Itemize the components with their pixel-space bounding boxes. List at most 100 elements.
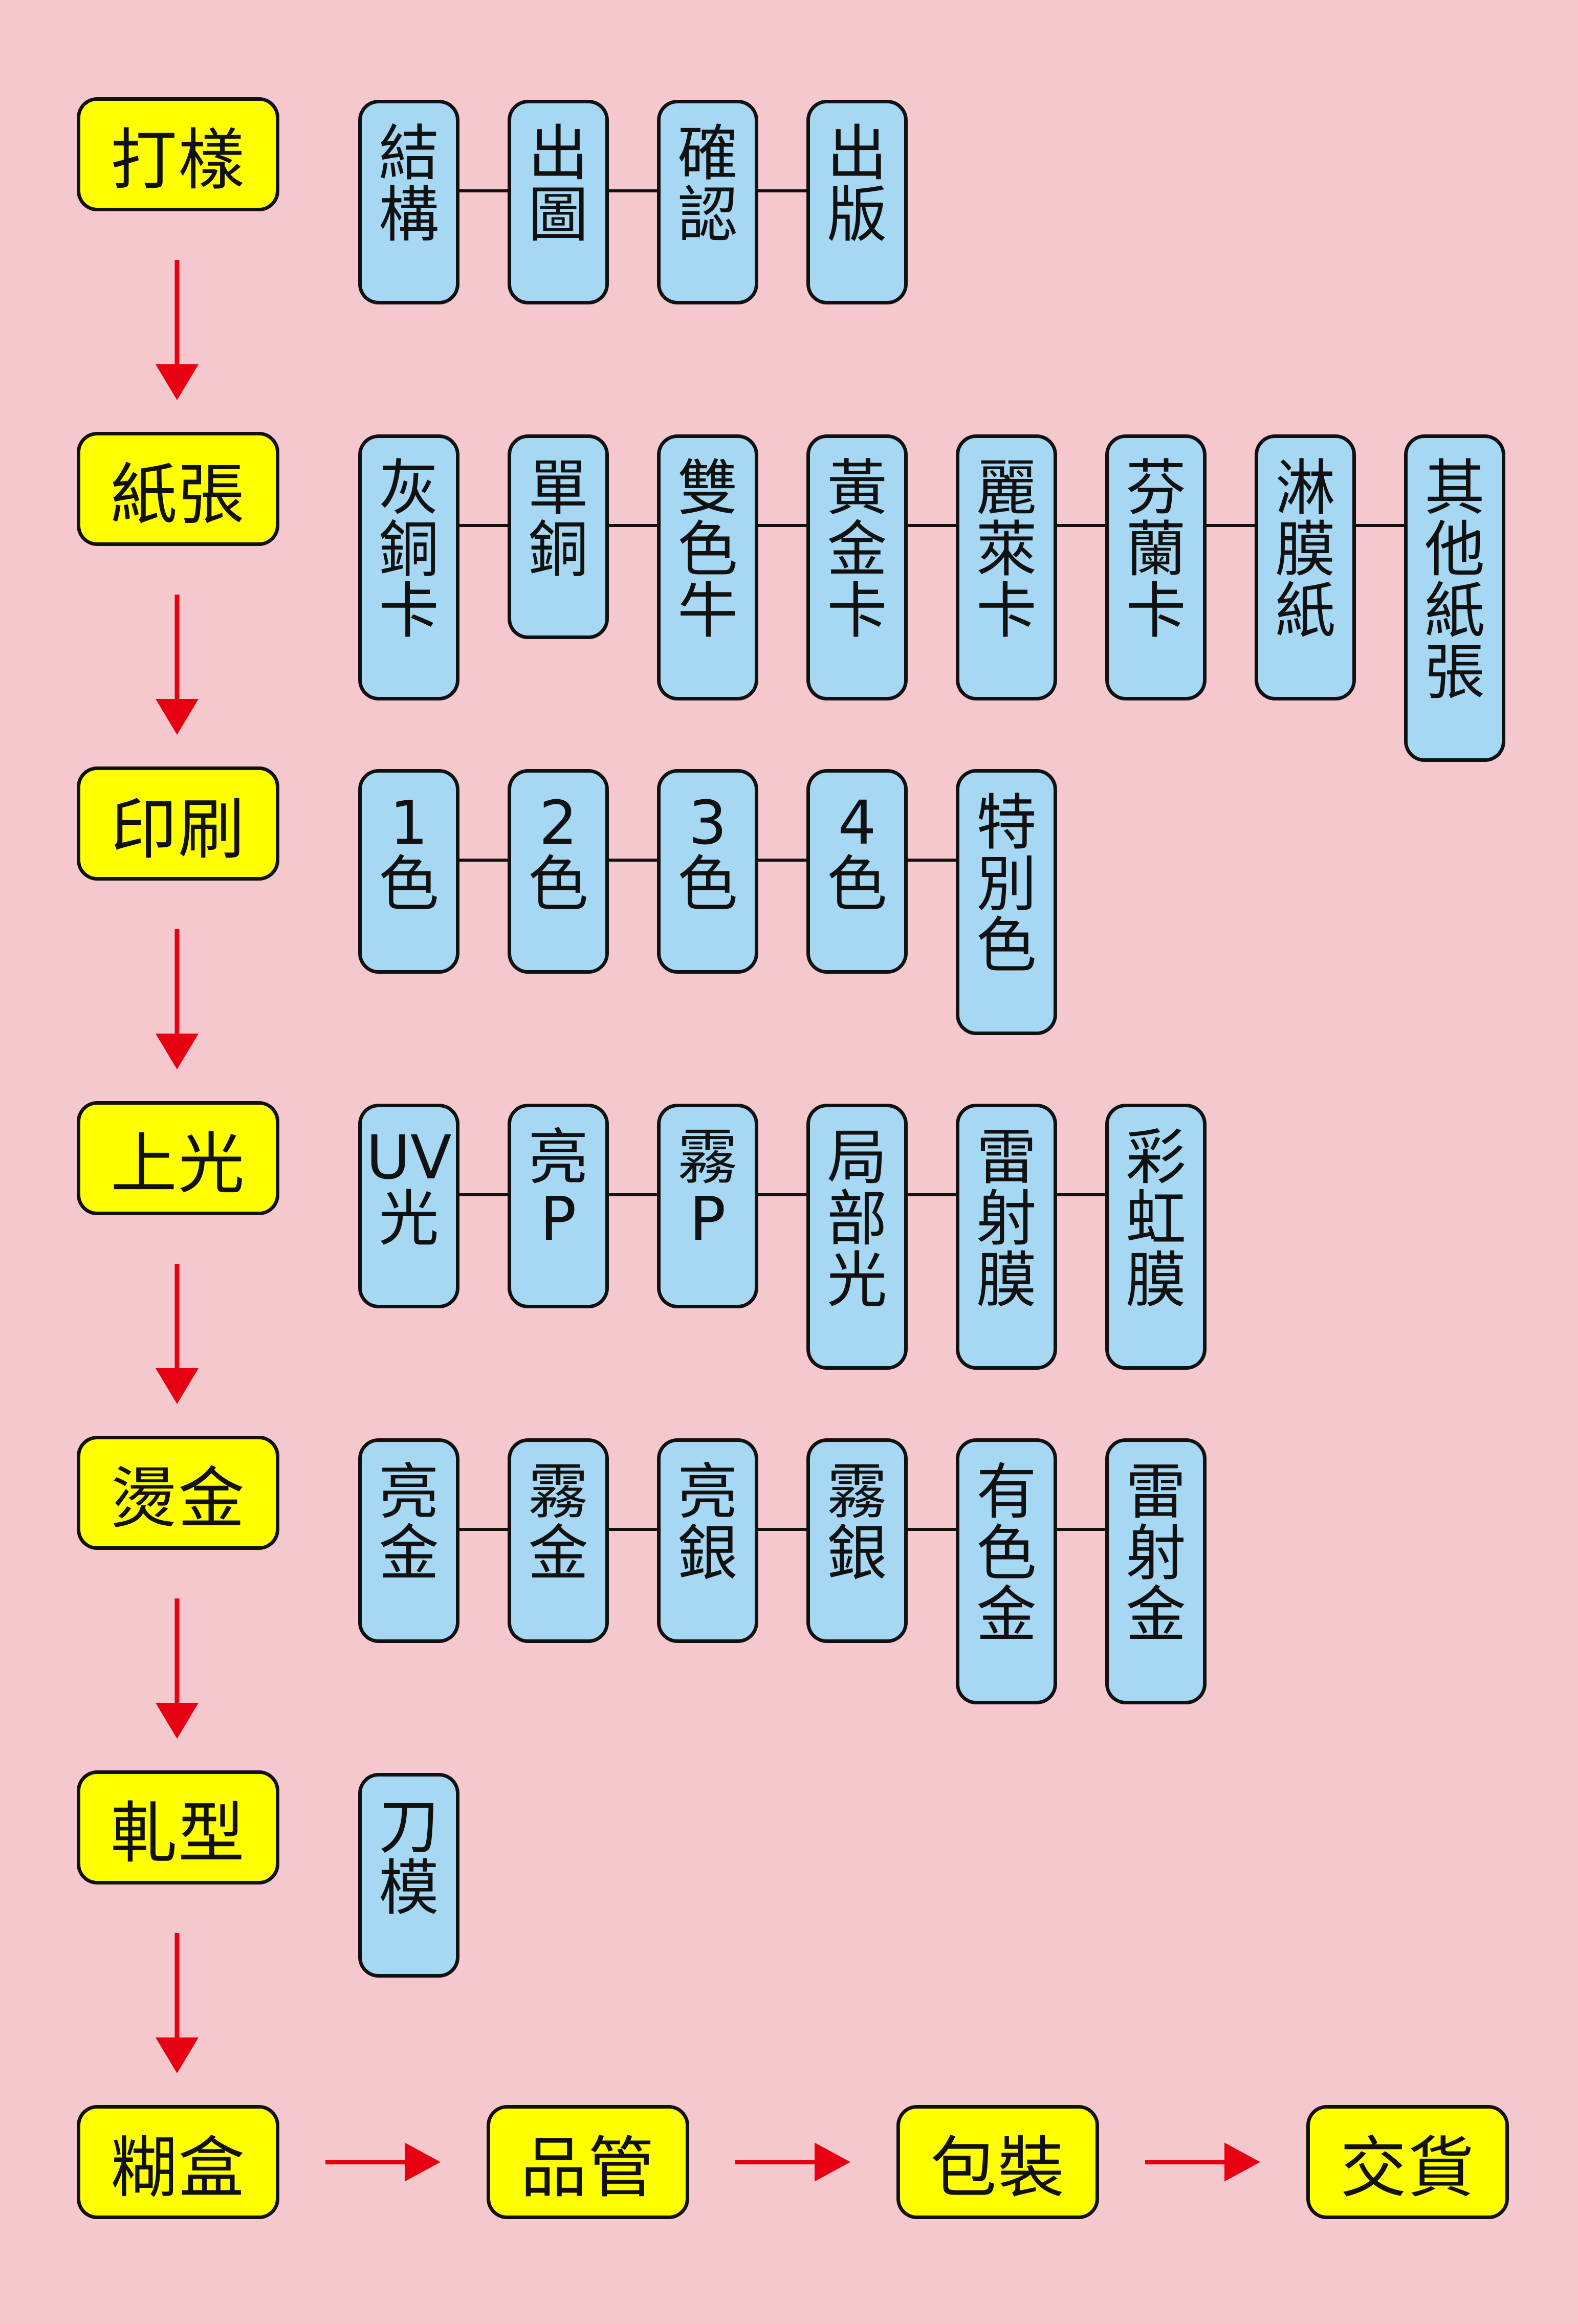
down-arrow-head xyxy=(156,1368,199,1404)
option-label-char: 認 xyxy=(677,180,738,250)
option-label-char: 麗 xyxy=(976,453,1037,523)
option-label-char: 射 xyxy=(1125,1518,1186,1589)
option-label-char: 芬 xyxy=(1125,453,1186,523)
option-connector xyxy=(908,524,956,527)
option-box: 確認 xyxy=(657,100,758,304)
option-label-char: 卡 xyxy=(826,576,887,646)
option-label-char: 淋 xyxy=(1275,453,1335,523)
option-label-char: 色 xyxy=(976,910,1037,981)
option-label-char: 銅 xyxy=(528,514,588,585)
option-label-char: 蘭 xyxy=(1125,514,1186,585)
option-label-char: 出 xyxy=(528,118,588,189)
stage-box: 軋型 xyxy=(77,1770,279,1884)
option-label-char: UV xyxy=(366,1122,452,1193)
final-step-box: 包裝 xyxy=(896,2105,1099,2219)
option-label-char: 3 xyxy=(688,787,727,858)
option-label-char: 版 xyxy=(826,180,887,250)
option-label-char: 亮 xyxy=(528,1122,588,1193)
option-box: 結構 xyxy=(358,100,459,304)
stage-box: 打樣 xyxy=(77,97,279,211)
option-label-char: 金 xyxy=(826,514,887,585)
option-box: 刀模 xyxy=(358,1773,459,1978)
option-connector xyxy=(459,1528,508,1531)
option-label-char: P xyxy=(540,1183,577,1254)
option-label-char: 光 xyxy=(378,1183,439,1254)
option-label-char: 金 xyxy=(528,1518,588,1589)
option-label-char: 霧 xyxy=(528,1457,588,1527)
option-connector xyxy=(1057,1193,1105,1196)
option-label-char: 其 xyxy=(1424,453,1485,523)
option-box: 麗萊卡 xyxy=(956,434,1057,700)
down-arrow-head xyxy=(156,699,199,735)
option-box: 亮金 xyxy=(358,1438,459,1643)
option-connector xyxy=(758,189,806,192)
option-label-char: 光 xyxy=(826,1245,887,1316)
option-connector xyxy=(1057,524,1105,527)
option-label-char: 1 xyxy=(389,787,428,858)
option-label-char: 刀 xyxy=(378,1791,439,1862)
option-label-char: 局 xyxy=(826,1122,887,1193)
option-label-char: 膜 xyxy=(976,1245,1037,1316)
option-box: 雙色牛 xyxy=(657,434,758,700)
option-box: 雷射金 xyxy=(1105,1438,1207,1704)
option-label-char: 亮 xyxy=(677,1457,738,1527)
option-label-char: 色 xyxy=(976,1518,1037,1589)
option-connector xyxy=(908,1193,956,1196)
option-label-char: 卡 xyxy=(976,576,1037,646)
option-label-char: 色 xyxy=(378,849,439,919)
option-label-char: 卡 xyxy=(378,576,439,646)
option-label-char: 有 xyxy=(976,1457,1037,1527)
option-label-char: 膜 xyxy=(1275,514,1335,585)
option-label-char: 牛 xyxy=(677,576,738,646)
option-connector xyxy=(758,1528,806,1531)
option-label-char: 別 xyxy=(976,849,1037,919)
right-arrow-head xyxy=(405,2142,441,2182)
down-arrow-head xyxy=(156,2037,199,2073)
option-connector xyxy=(1057,1528,1105,1531)
stage-box: 印刷 xyxy=(77,766,279,881)
final-step-box: 交貨 xyxy=(1306,2105,1509,2219)
option-box: 有色金 xyxy=(956,1438,1057,1704)
option-label-char: 萊 xyxy=(976,514,1037,585)
down-arrow-head xyxy=(156,1034,199,1069)
option-connector xyxy=(459,189,508,192)
option-connector xyxy=(1356,524,1404,527)
option-connector xyxy=(609,524,657,527)
option-box: 出版 xyxy=(806,100,908,304)
option-box: 特別色 xyxy=(956,769,1057,1035)
option-label-char: 銀 xyxy=(826,1518,887,1589)
option-label-char: 特 xyxy=(976,787,1037,858)
option-label-char: 色 xyxy=(677,514,738,585)
option-label-char: P xyxy=(689,1183,726,1254)
option-label-char: 虹 xyxy=(1125,1183,1186,1254)
final-step-box: 品管 xyxy=(487,2105,689,2219)
option-label-char: 霧 xyxy=(677,1122,738,1193)
option-label-char: 金 xyxy=(378,1518,439,1589)
option-box: 出圖 xyxy=(508,100,609,304)
option-connector xyxy=(459,524,508,527)
stage-box: 上光 xyxy=(77,1101,279,1215)
option-box: 霧銀 xyxy=(806,1438,908,1643)
option-label-char: 圖 xyxy=(528,180,588,250)
option-label-char: 金 xyxy=(976,1580,1037,1650)
option-label-char: 色 xyxy=(677,849,738,919)
option-box: 彩虹膜 xyxy=(1105,1104,1207,1370)
option-label-char: 彩 xyxy=(1125,1122,1186,1193)
option-label-char: 2 xyxy=(539,787,578,858)
option-label-char: 結 xyxy=(378,118,439,189)
option-label-char: 灰 xyxy=(378,453,439,523)
option-box: 局部光 xyxy=(806,1104,908,1370)
option-label-char: 模 xyxy=(378,1853,439,1923)
right-arrow-head xyxy=(1224,2142,1260,2182)
option-box: 其他紙張 xyxy=(1404,434,1505,762)
option-label-char: 張 xyxy=(1424,637,1485,708)
option-label-char: 雷 xyxy=(976,1122,1037,1193)
option-box: 雷射膜 xyxy=(956,1104,1057,1370)
